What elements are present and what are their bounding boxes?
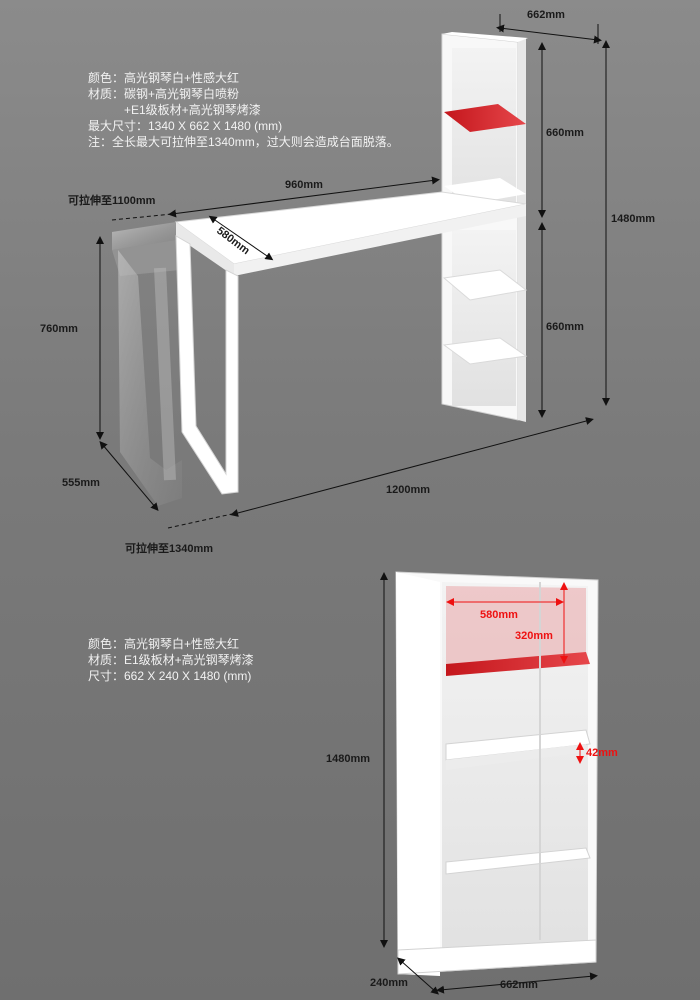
label-shelf-upper-height: 660mm <box>546 127 584 139</box>
top-spec-color: 颜色：高光钢琴白+性感大红 <box>88 71 240 85</box>
shelf-unit <box>441 32 528 422</box>
label-inner-width: 580mm <box>480 609 518 621</box>
top-spec-material-1: 材质：碳钢+高光钢琴白喷粉 <box>88 87 240 101</box>
top-specs-block: 颜色：高光钢琴白+性感大红 材质：碳钢+高光钢琴白喷粉 +E1级板材+高光钢琴烤… <box>88 70 399 150</box>
label-inner-height: 320mm <box>515 630 553 642</box>
label-leg-depth: 555mm <box>62 477 100 489</box>
extended-desk-ghost <box>112 222 182 506</box>
bookshelf <box>395 571 599 976</box>
label-bookshelf-width: 662mm <box>500 979 538 991</box>
label-extend-1100: 可拉伸至1100mm <box>68 193 156 207</box>
bottom-dimension-lines <box>380 572 598 995</box>
label-desk-height: 760mm <box>40 323 78 335</box>
desk-with-shelf <box>112 32 528 506</box>
label-shelf-width: 662mm <box>527 9 565 21</box>
label-extend-1340: 可拉伸至1340mm <box>125 541 213 555</box>
bottom-specs-block: 颜色：高光钢琴白+性感大红 材质：E1级板材+高光钢琴烤漆 尺寸：662 X 2… <box>88 636 254 684</box>
bottom-spec-size: 尺寸：662 X 240 X 1480 (mm) <box>88 669 252 683</box>
label-shelf-total-height: 1480mm <box>611 213 655 225</box>
label-board-thickness: 42mm <box>586 747 618 759</box>
label-bookshelf-height: 1480mm <box>326 753 370 765</box>
label-bookshelf-depth: 240mm <box>370 977 408 989</box>
bottom-spec-material: 材质：E1级板材+高光钢琴烤漆 <box>88 653 254 667</box>
top-spec-max-size: 最大尺寸：1340 X 662 X 1480 (mm) <box>88 119 283 133</box>
top-spec-material-2: +E1级板材+高光钢琴烤漆 <box>124 103 261 117</box>
bottom-spec-color: 颜色：高光钢琴白+性感大红 <box>88 637 240 651</box>
top-dimension-lines <box>96 14 610 529</box>
top-spec-note: 注：全长最大可拉伸至1340mm，过大则会造成台面脱落。 <box>88 135 399 149</box>
label-total-length: 1200mm <box>386 484 430 496</box>
label-shelf-lower-height: 660mm <box>546 321 584 333</box>
label-desk-length: 960mm <box>285 179 323 191</box>
